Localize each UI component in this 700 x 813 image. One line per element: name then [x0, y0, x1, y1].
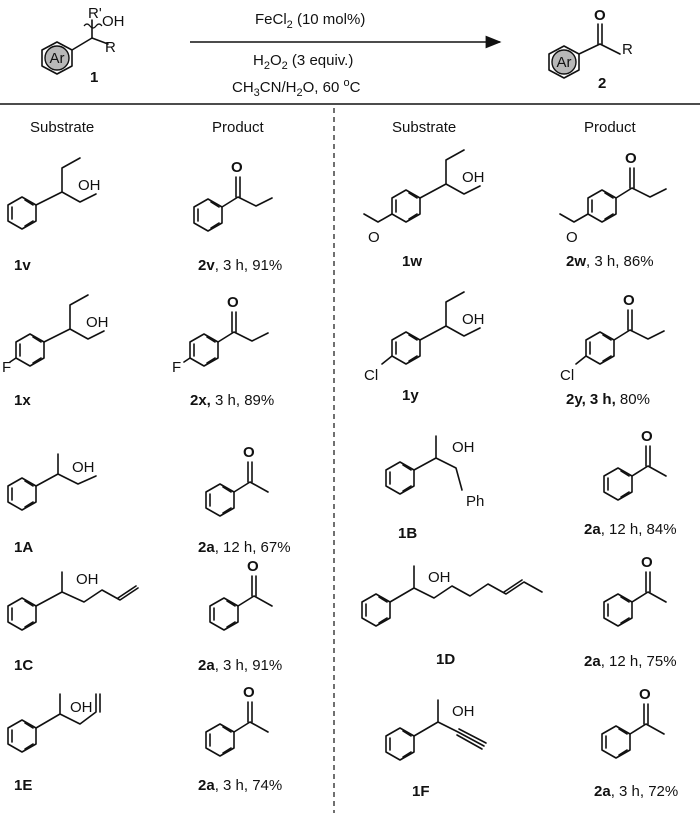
- condition-oxidant: H2O2 (3 equiv.): [253, 52, 353, 72]
- carbonyl-o: O: [623, 292, 635, 309]
- substrate-1E: OH 1E: [7, 693, 101, 794]
- oh-label: OH: [462, 311, 485, 328]
- product-2a-row4: O 2a, 3 h, 91%: [198, 558, 282, 674]
- right-product-header: Product: [584, 119, 637, 136]
- substrate-label: 1v: [14, 257, 31, 274]
- substrate-label: 1A: [14, 539, 33, 556]
- substrate-label: 1w: [402, 253, 422, 270]
- product-label: 2y, 3 h, 80%: [566, 391, 650, 408]
- left-product-header: Product: [212, 119, 265, 136]
- oh-label: OH: [452, 703, 475, 720]
- ar-label: Ar: [50, 50, 65, 67]
- carbonyl-o: O: [641, 428, 653, 445]
- carbonyl-o: O: [243, 684, 255, 701]
- wavy-bond-icon: [83, 23, 103, 29]
- product-label: 2a, 12 h, 75%: [584, 653, 677, 670]
- substrate-1v: OH 1v: [7, 157, 101, 274]
- substrate-label: 1F: [412, 783, 430, 800]
- substrate-label: 1x: [14, 392, 31, 409]
- product-2v: O 2v, 3 h, 91%: [193, 159, 282, 274]
- substrate-label: 1E: [14, 777, 32, 794]
- header-product: Ar O R 2: [548, 7, 633, 92]
- oxygen-label: O: [566, 229, 578, 246]
- carbonyl-o: O: [247, 558, 259, 575]
- left-substrate-header: Substrate: [30, 119, 94, 136]
- product-label: 2a, 3 h, 91%: [198, 657, 282, 674]
- oxygen-label: O: [368, 229, 380, 246]
- ar-label: Ar: [557, 54, 572, 71]
- carbonyl-o: O: [625, 150, 637, 167]
- product-2x: F O 2x, 3 h, 89%: [172, 294, 274, 409]
- product-2a-row4-right: O 2a, 12 h, 75%: [584, 554, 677, 670]
- product-label: 2a, 12 h, 84%: [584, 521, 677, 538]
- chlorine-label: Cl: [560, 367, 574, 384]
- substrate-label: 1B: [398, 525, 417, 542]
- right-substrate-header: Substrate: [392, 119, 456, 136]
- reactant-number: 1: [90, 69, 98, 86]
- product-2a-row3-right: O 2a, 12 h, 84%: [584, 428, 677, 538]
- oh-label: OH: [70, 699, 93, 716]
- product-label: 2a, 3 h, 74%: [198, 777, 282, 794]
- fluorine-label: F: [172, 359, 181, 376]
- oh-label: OH: [102, 13, 125, 30]
- aryl-sphere-icon: [44, 45, 70, 71]
- substrate-1D: OH 1D: [361, 565, 543, 668]
- header-reactant: Ar R' OH R 1: [41, 5, 125, 86]
- product-2a-row5: O 2a, 3 h, 74%: [198, 684, 282, 794]
- substrate-1x: F OH 1x: [2, 294, 109, 409]
- substrate-1F: OH 1F: [385, 699, 487, 800]
- substrate-1C: OH 1C: [7, 571, 139, 674]
- carbonyl-o: O: [641, 554, 653, 571]
- condition-solvent: CH3CN/H2O, 60 oC: [232, 77, 361, 99]
- substrate-label: 1C: [14, 657, 33, 674]
- fluorine-label: F: [2, 359, 11, 376]
- product-label: 2w, 3 h, 86%: [566, 253, 654, 270]
- chlorine-label: Cl: [364, 367, 378, 384]
- product-2w: O O 2w, 3 h, 86%: [559, 150, 667, 270]
- product-label: 2x, 3 h, 89%: [190, 392, 274, 409]
- carbonyl-o: O: [243, 444, 255, 461]
- oh-label: OH: [428, 569, 451, 586]
- aryl-sphere-icon: [551, 49, 577, 75]
- product-label: 2v, 3 h, 91%: [198, 257, 282, 274]
- carbonyl-o: O: [227, 294, 239, 311]
- substrate-1w: O OH 1w: [363, 149, 485, 270]
- r-label: R: [622, 41, 633, 58]
- oh-label: OH: [86, 314, 109, 331]
- oh-label: OH: [78, 177, 101, 194]
- product-2a-row5-right: O 2a, 3 h, 72%: [594, 686, 678, 800]
- r-label: R: [105, 39, 116, 56]
- product-number: 2: [598, 75, 606, 92]
- product-2a-row3: O 2a, 12 h, 67%: [198, 444, 291, 556]
- reaction-arrow-group: FeCl2 (10 mol%) H2O2 (3 equiv.) CH3CN/H2…: [190, 11, 502, 99]
- oh-label: OH: [76, 571, 99, 588]
- product-label: 2a, 12 h, 67%: [198, 539, 291, 556]
- product-label: 2a, 3 h, 72%: [594, 783, 678, 800]
- oh-label: OH: [72, 459, 95, 476]
- oh-label: OH: [462, 169, 485, 186]
- substrate-label: 1D: [436, 651, 455, 668]
- carbonyl-o-label: O: [594, 7, 606, 24]
- r-prime-label: R': [88, 5, 102, 22]
- carbonyl-o: O: [639, 686, 651, 703]
- substrate-1B: OH Ph 1B: [385, 435, 484, 542]
- substrate-1A: OH 1A: [7, 453, 97, 556]
- substrate-1y: Cl OH 1y: [364, 291, 485, 404]
- condition-catalyst: FeCl2 (10 mol%): [255, 11, 365, 31]
- substrate-label: 1y: [402, 387, 419, 404]
- product-2y: Cl O 2y, 3 h, 80%: [560, 292, 665, 408]
- carbonyl-o: O: [231, 159, 243, 176]
- phenyl-label: Ph: [466, 493, 484, 510]
- oh-label: OH: [452, 439, 475, 456]
